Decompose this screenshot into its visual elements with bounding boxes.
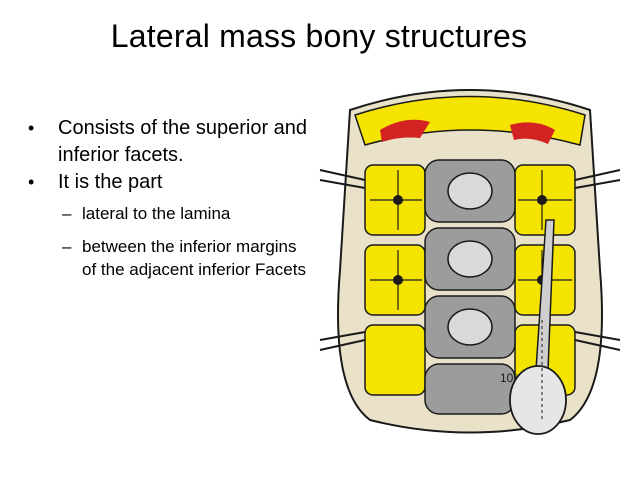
entry-point	[537, 195, 547, 205]
entry-point	[393, 195, 403, 205]
bullet-item: • It is the part	[28, 169, 313, 196]
bullet-mark: •	[28, 172, 35, 192]
spinous-process-1	[447, 172, 493, 210]
spinous-process-2	[447, 240, 493, 278]
sub-bullet-text: between the inferior margins of the adja…	[82, 237, 306, 279]
angle-label: 10°	[500, 371, 518, 385]
lateral-mass-left-3	[364, 324, 426, 396]
spine-illustration: 10°	[310, 70, 630, 440]
bullet-text: Consists of the superior and inferior fa…	[58, 117, 308, 166]
retractor-left	[319, 169, 366, 351]
sub-bullet-item: – lateral to the lamina	[62, 202, 313, 225]
tissue-red-right	[510, 122, 555, 144]
sub-bullet-mark: –	[62, 204, 72, 223]
bullet-item: • Consists of the superior and inferior …	[28, 115, 313, 169]
slide-title: Lateral mass bony structures	[110, 18, 528, 54]
spine-drawing: 10°	[319, 89, 621, 435]
bullet-mark: •	[28, 118, 35, 138]
retractor-right	[574, 169, 621, 351]
slide-body: • Consists of the superior and inferior …	[28, 115, 313, 281]
sub-bullet-mark: –	[62, 237, 72, 256]
entry-point	[393, 275, 403, 285]
bullet-text: It is the part	[58, 171, 163, 193]
sub-bullet-item: – between the inferior margins of the ad…	[62, 235, 313, 281]
drill-instrument	[509, 219, 567, 435]
tissue-red-left	[380, 119, 430, 142]
sub-bullet-text: lateral to the lamina	[82, 204, 231, 223]
spinous-process-3	[447, 308, 493, 346]
